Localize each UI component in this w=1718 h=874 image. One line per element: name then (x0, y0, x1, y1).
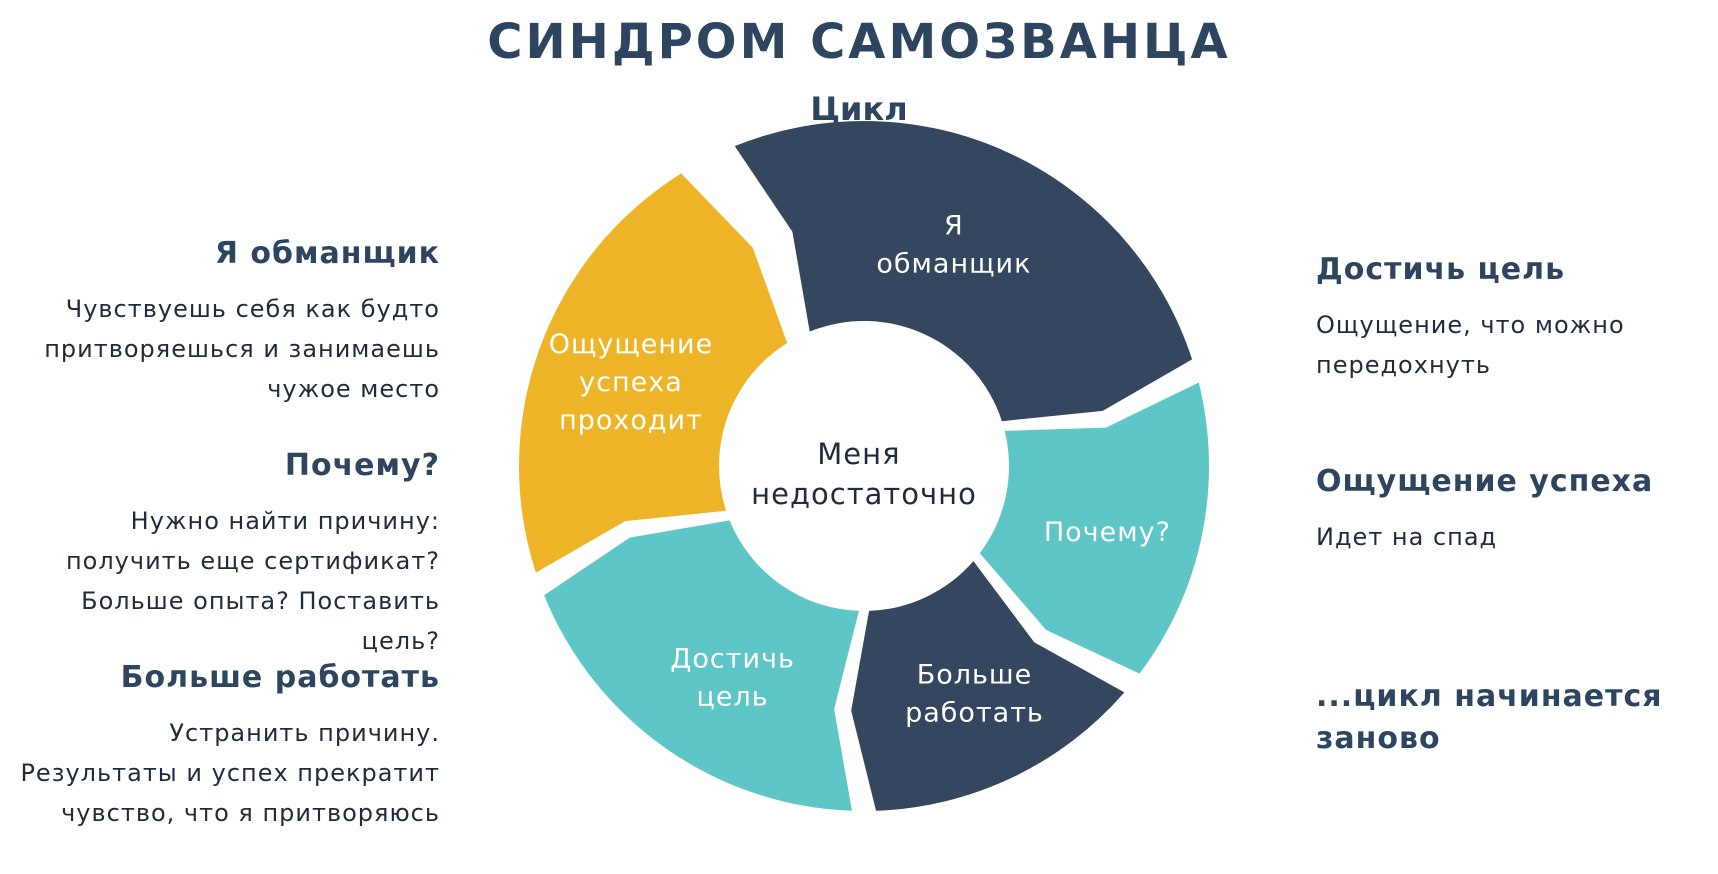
center-circle (721, 323, 1007, 609)
right-block-heading: Достичь цель (1316, 252, 1566, 287)
segment-reach-goal (544, 520, 859, 811)
right-block-heading: ...цикл начинается заново (1316, 679, 1663, 756)
left-block-heading: Я обманщик (214, 236, 440, 271)
diagram-title: СИНДРОМ САМОЗВАНЦА (487, 14, 1231, 70)
right-block-heading: Ощущение успеха (1316, 464, 1654, 499)
segment-label-line: Почему? (1044, 517, 1171, 548)
center-label: Меня недостаточно (751, 437, 977, 511)
segment-label-line: Ощущение (549, 329, 714, 360)
right-block-text: Идет на спад (1316, 523, 1498, 551)
right-block-text: Ощущение, что можно передохнуть (1316, 311, 1625, 379)
left-block-why: Почему? Нужно найти причину: получить ещ… (40, 448, 440, 661)
segment-label-line: успеха (579, 367, 683, 398)
segment-work-more-label: Больше работать (905, 659, 1044, 728)
segment-reach-goal-label: Достичь цель (670, 643, 795, 712)
segment-why (979, 382, 1209, 674)
left-block-heading: Почему? (284, 448, 440, 483)
segment-label-line: Достичь (670, 643, 795, 674)
left-block-heading: Больше работать (120, 660, 440, 695)
left-block-text: Нужно найти причину: получить еще сертиф… (65, 507, 440, 655)
right-block-reach-goal: Достичь цель Ощущение, что можно передох… (1316, 252, 1676, 385)
left-block-text: Устранить причину. Результаты и успех пр… (20, 719, 440, 827)
segment-why-label: Почему? (1044, 517, 1171, 548)
center-line: Меня (817, 437, 900, 471)
segment-label-line: Больше (917, 659, 1033, 690)
segment-label-line: цель (696, 681, 768, 712)
center-line: недостаточно (751, 477, 977, 511)
segment-success-fades-label: Ощущение успеха проходит (549, 329, 714, 436)
left-block-text: Чувствуешь себя как будто притворяешься … (44, 295, 440, 403)
segment-label-line: работать (905, 697, 1044, 728)
segment-work-more (851, 561, 1125, 811)
left-block-impostor: Я обманщик Чувствуешь себя как будто при… (10, 236, 440, 409)
left-block-work-more: Больше работать Устранить причину. Резул… (10, 660, 440, 833)
segment-label-line: Я (944, 210, 964, 241)
right-block-restart: ...цикл начинается заново (1316, 676, 1696, 760)
segment-label-line: проходит (559, 405, 703, 436)
segment-label-line: обманщик (876, 248, 1031, 279)
right-block-success: Ощущение успеха Идет на спад (1316, 464, 1696, 557)
segment-impostor (734, 120, 1193, 422)
segment-success-fades (519, 173, 788, 573)
